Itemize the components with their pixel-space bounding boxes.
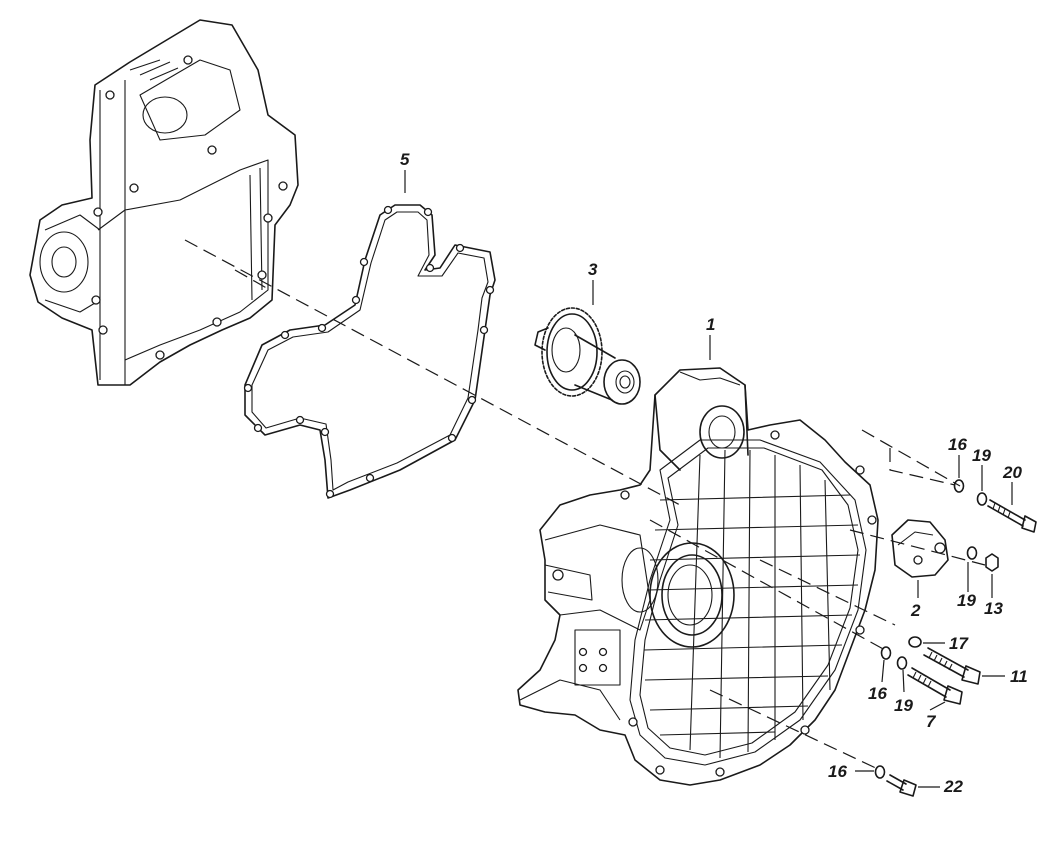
callout-19-lower: 19 xyxy=(894,696,913,715)
washer-16-bottom xyxy=(874,765,886,779)
nut-13 xyxy=(985,553,999,572)
bolt-22 xyxy=(886,774,917,797)
part-5-gasket xyxy=(243,204,496,499)
washer-19-lower xyxy=(896,656,908,670)
callout-5: 5 xyxy=(400,150,410,169)
callout-16-mid: 16 xyxy=(868,684,887,703)
callout-2: 2 xyxy=(910,601,921,620)
callout-17: 17 xyxy=(949,634,969,653)
part-2-bracket xyxy=(891,519,949,578)
callout-3: 3 xyxy=(588,260,598,279)
bolt-20 xyxy=(987,499,1037,533)
bolt-7 xyxy=(907,667,963,705)
washer-16-top xyxy=(953,479,965,493)
callout-19-top: 19 xyxy=(972,446,991,465)
callout-16-top: 16 xyxy=(948,435,967,454)
callouts: 5 3 1 16 19 20 2 19 13 17 11 16 19 7 16 … xyxy=(400,150,1028,796)
callout-16-bottom: 16 xyxy=(828,762,847,781)
bolt-11 xyxy=(923,647,981,685)
washer-19-top xyxy=(976,492,988,506)
callout-7: 7 xyxy=(926,712,937,731)
washer-16-mid xyxy=(880,646,892,660)
washer-17 xyxy=(908,636,922,648)
part-1-flywheel-housing xyxy=(517,367,879,786)
engine-front-cover xyxy=(29,19,299,386)
callout-11: 11 xyxy=(1010,667,1028,686)
callout-13: 13 xyxy=(984,599,1003,618)
washer-19-mid xyxy=(966,546,978,560)
part-3-idler-gear xyxy=(534,307,641,405)
leader-lines xyxy=(404,170,1013,788)
callout-1: 1 xyxy=(706,315,715,334)
callout-19-mid: 19 xyxy=(957,591,976,610)
callout-20: 20 xyxy=(1002,463,1022,482)
callout-22: 22 xyxy=(943,777,963,796)
hardware xyxy=(874,479,1037,797)
